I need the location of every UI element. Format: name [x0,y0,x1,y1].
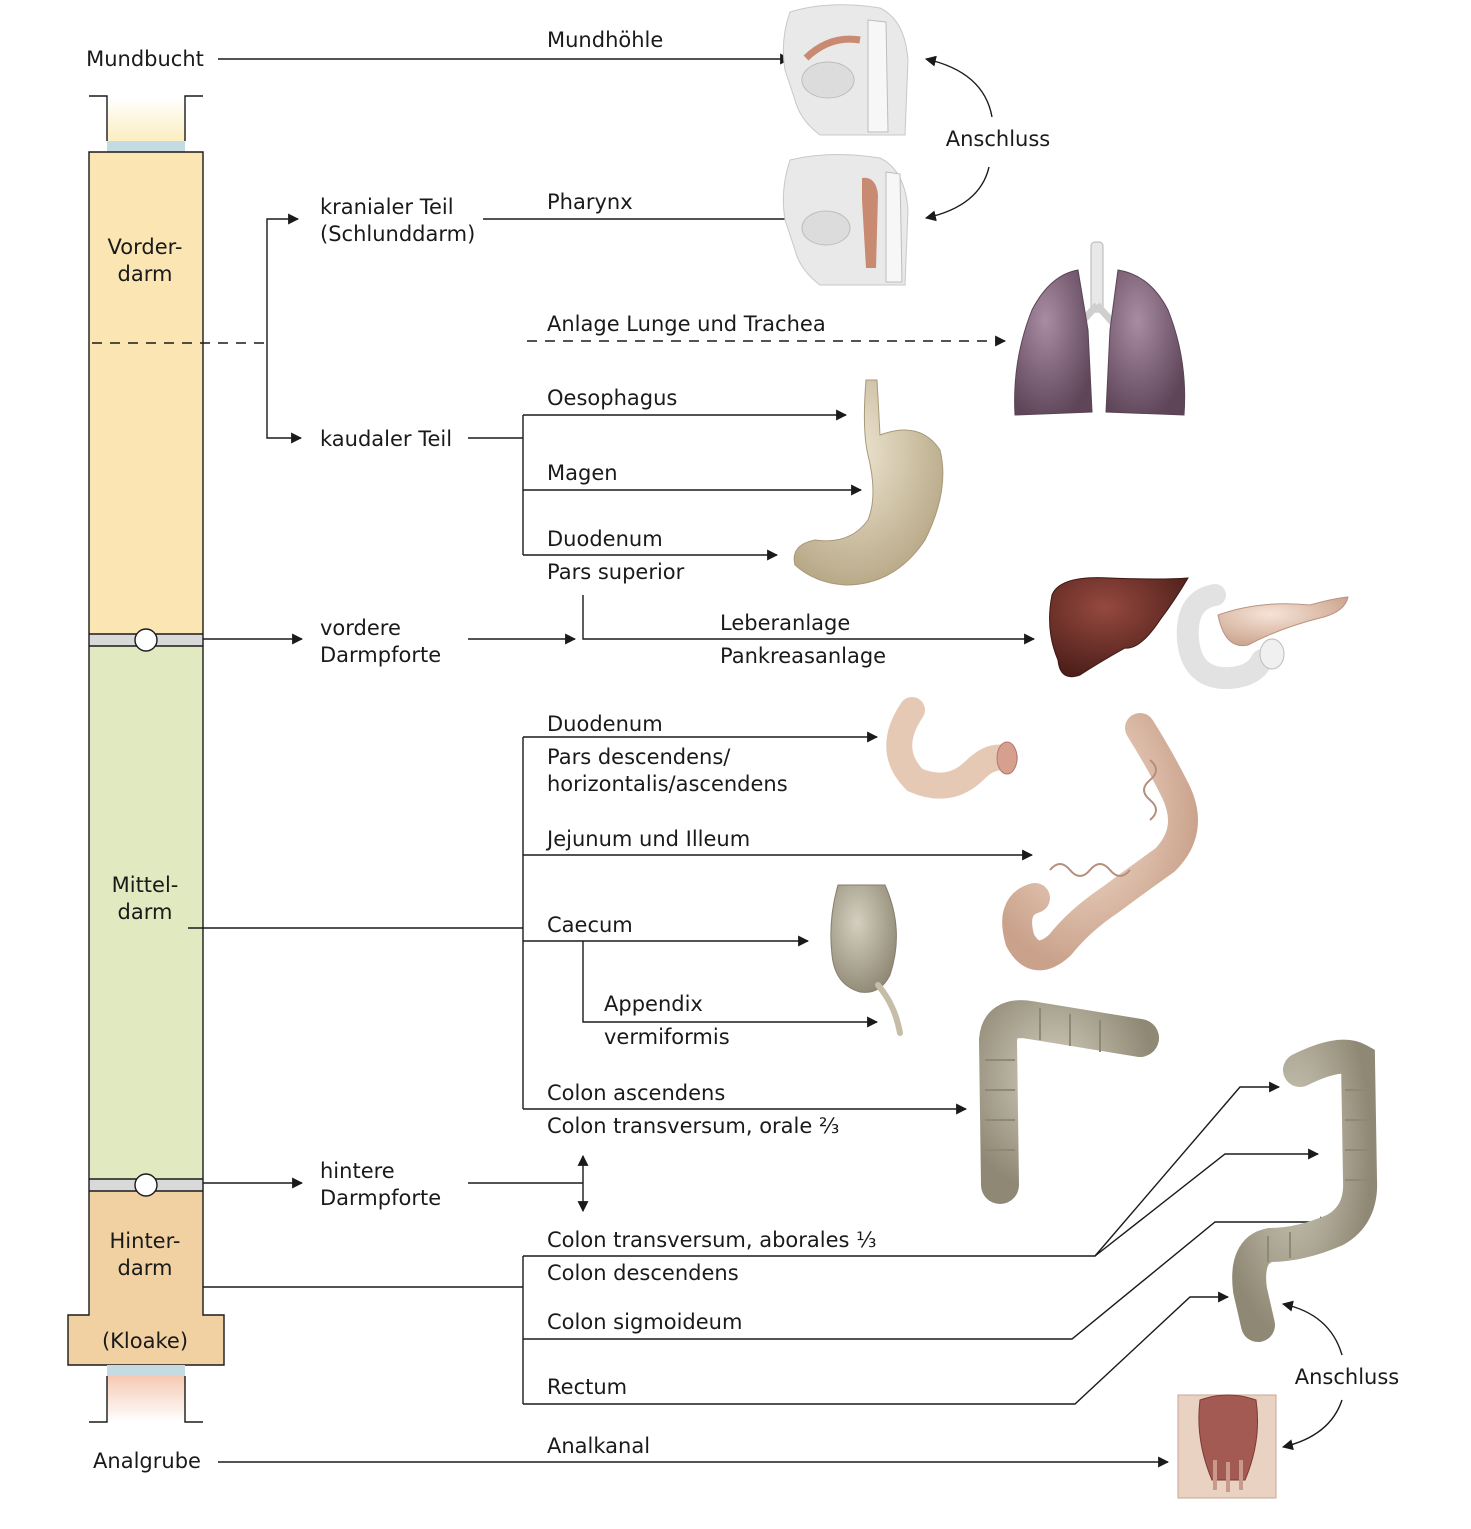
label-vordere-1: vordere [320,616,401,640]
label-rectum: Rectum [547,1375,627,1399]
anschluss-top-arc-lower [924,166,990,222]
label-magen: Magen [547,461,618,485]
arrow-appendix [582,941,879,1028]
label-hinterdarm-1: Hinter- [110,1229,181,1253]
label-colon-desc: Colon descendens [547,1261,739,1285]
label-duodenum-sup-2: Pars superior [547,560,685,584]
liver-illustration [1049,577,1189,678]
label-kaudal: kaudaler Teil [320,427,452,451]
label-appendix-1: Appendix [604,992,703,1016]
label-analkanal: Analkanal [547,1434,650,1458]
label-oesophagus: Oesophagus [547,386,677,410]
proctodeum-outline [89,1376,203,1423]
oropharyngeal-membrane [107,141,185,152]
label-appendix-2: vermiformis [604,1025,730,1049]
label-duodenum-desc-1: Duodenum [547,712,663,736]
label-vorderdarm-1: Vorder- [108,235,183,259]
anschluss-top-arc-upper [924,55,993,118]
cloaca-segment [68,1315,224,1365]
label-hintere-2: Darmpforte [320,1186,441,1210]
label-lunge: Anlage Lunge und Trachea [547,312,826,336]
caecum-appendix-illustration [830,884,903,1036]
illustrations [782,4,1378,1499]
midgut-segment [89,646,203,1179]
stomodeum-opening [107,97,185,141]
label-duodenum-sup-1: Duodenum [547,527,663,551]
label-vorderdarm-2: darm [118,262,173,286]
hindgut-segment [89,1191,203,1315]
label-hinterdarm-2: darm [118,1256,173,1280]
stomodeum-outline [89,95,203,141]
label-kloake: (Kloake) [102,1329,188,1353]
connector-lines [92,53,1343,1468]
label-mitteldarm-1: Mittel- [112,873,179,897]
label-vordere-2: Darmpforte [320,643,441,667]
arrow-leber-pankreas [582,595,1036,645]
label-analgrube: Analgrube [93,1449,201,1473]
head-sagittal-pharynx-illustration [782,153,909,286]
anschluss-bottom-arc-upper [1281,1300,1343,1356]
label-pharynx: Pharynx [547,190,633,214]
foregut-split-bracket [266,213,303,444]
anschluss-bottom-arc-lower [1281,1399,1343,1451]
gut-tube: Mundbucht Vorder- darm Mittel- darm Hint… [67,47,225,1473]
label-pankreasanlage: Pankreasanlage [720,644,886,668]
label-colon-sig: Colon sigmoideum [547,1310,742,1334]
posterior-intestinal-portal [134,1173,158,1197]
gut-outline [67,151,225,1366]
arrow-colon-trans-ab-a [523,1081,1281,1257]
small-intestine-illustration [1002,713,1198,971]
label-mundhoehle: Mundhöhle [547,28,663,52]
label-duodenum-desc-3: horizontalis/ascendens [547,772,788,796]
label-colon-trans-ab: Colon transversum, aborales ⅓ [547,1228,876,1252]
label-mundbucht: Mundbucht [86,47,204,71]
label-leberanlage: Leberanlage [720,611,850,635]
foregut-segment [89,152,203,634]
label-colon-asc-2: Colon transversum, orale ⅔ [547,1114,839,1138]
label-kranial-1: kranialer Teil [320,195,454,219]
pancreas-duodenum-illustration [1176,584,1349,690]
head-sagittal-oral-illustration [782,4,909,136]
label-kranial-2: (Schlunddarm) [320,222,475,246]
anterior-intestinal-portal [134,628,158,652]
label-hintere-1: hintere [320,1159,395,1183]
label-jejunum: Jejunum und Illeum [545,827,750,851]
label-anschluss-top: Anschluss [946,127,1051,151]
label-colon-asc-1: Colon ascendens [547,1081,725,1105]
colon-descending-sigmoid-illustration [1232,1039,1378,1342]
anal-canal-illustration [1177,1394,1277,1499]
stomach-illustration [793,379,944,586]
lungs-trachea-illustration [1014,241,1186,416]
text-labels: Mundhöhle kranialer Teil (Schlunddarm) P… [320,28,1399,1458]
proctodeum-opening [107,1376,185,1422]
label-caecum: Caecum [547,913,633,937]
arrow-rectum [523,1291,1230,1405]
cloacal-membrane [107,1365,185,1376]
colon-transverse-illustration [978,1000,1159,1204]
label-anschluss-bottom: Anschluss [1295,1365,1400,1389]
label-mitteldarm-2: darm [118,900,173,924]
arrow-colon-sig [523,1216,1332,1340]
label-duodenum-desc-2: Pars descendens/ [547,745,731,769]
duodenum-illustration [886,697,1018,799]
arrow-colon-trans-ab-b [1094,1148,1320,1257]
